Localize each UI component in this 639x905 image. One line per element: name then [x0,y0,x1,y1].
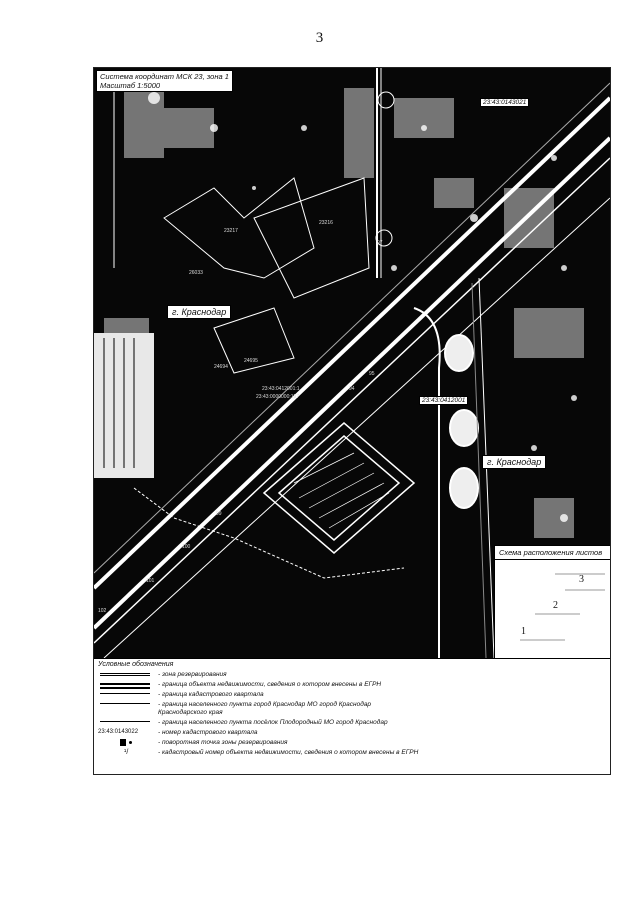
quarter-label-1: 23:43:0143021 [480,98,530,107]
legend-text: - зона резервирования [158,671,227,678]
sheet-number-1: 1 [521,626,526,637]
page-number: 3 [315,30,324,46]
sheet-number-2: 2 [553,600,558,611]
quarter-boundary-symbol [100,693,150,700]
legend-text: - кадастровый номер объекта недвижимости… [158,749,419,756]
plodorodny-boundary-symbol [100,721,150,728]
parcel-label: 94 [349,386,355,392]
parcel-label: 24694 [214,364,228,370]
legend-text: - граница объекта недвижимости, сведения… [158,681,382,688]
legend-row-cadastral-number: ¹/ - кадастровый номер объекта недвижимо… [98,749,598,767]
parcel-label: 97 [377,240,383,246]
city-label-krasnodar-1: г. Краснодар [167,305,232,319]
cadastral-number-symbol-icon: ¹/ [124,749,129,756]
krasnodar-boundary-symbol [100,703,150,710]
city-label-krasnodar-2: г. Краснодар [482,455,547,469]
legend-text: - поворотная точка зоны резервирования [158,739,288,746]
legend-row-reservation-zone: - зона резервирования [98,671,598,681]
parcel-label: 102 [98,608,107,614]
parcel-label: 100 [182,544,191,550]
egrn-boundary-symbol [100,683,150,689]
quarter-number-sample: 23:43:0143022 [98,729,139,735]
legend-row-quarter-boundary: - граница кадастрового квартала [98,691,598,701]
parcel-label: 23216 [319,220,333,226]
sheet-number-3: 3 [579,574,584,585]
legend-text: - граница кадастрового квартала [158,691,264,698]
inset-title: Схема расположения листов [495,546,610,560]
reservation-zone-symbol [100,673,150,682]
scale-text: Масштаб 1:5000 [100,81,161,90]
legend-text: - граница населенного пункта город Красн… [158,701,372,716]
parcel-label: 23:43:0412001:1 [262,386,300,392]
turning-point-icon [120,739,126,746]
legend-row-egrn-boundary: - граница объекта недвижимости, сведения… [98,681,598,691]
parcel-label: 99 [216,511,222,517]
legend-row-quarter-number: 23:43:0143022 - номер кадастрового кварт… [98,729,598,739]
parcel-label: 26033 [189,270,203,276]
legend-row-plodorodny-boundary: - граница населенного пункта посёлок Пло… [98,719,598,729]
sheet-layout-inset: Схема расположения листов 3 2 1 [494,545,610,658]
coordinate-system-label: Система координат МСК 23, зона 1 Масштаб… [96,70,233,92]
legend-row-turning-point: - поворотная точка зоны резервирования [98,739,598,749]
map-sheet: Система координат МСК 23, зона 1 Масштаб… [93,67,611,775]
map-graphics [94,68,610,658]
point-dot-icon [129,741,132,744]
legend-title: Условные обозначения [98,661,174,668]
parcel-label: 101 [146,578,155,584]
cadastral-map[interactable]: Система координат МСК 23, зона 1 Масштаб… [94,68,610,658]
legend-text: - номер кадастрового квартала [158,729,258,736]
parcel-label: 24695 [244,358,258,364]
coord-system-text: Система координат МСК 23, зона 1 [100,72,229,81]
map-legend: Условные обозначения - зона резервирован… [94,658,610,775]
inset-sheet-lines [520,573,605,641]
quarter-label-2: 23:43:0412001 [419,396,469,405]
parcel-label: 23217 [224,228,238,234]
parcel-label: 23:43:0000000:197 [256,394,300,400]
legend-text: - граница населенного пункта посёлок Пло… [158,719,388,726]
parcel-label: 95 [369,371,375,377]
legend-row-krasnodar-boundary: - граница населенного пункта город Красн… [98,701,598,717]
